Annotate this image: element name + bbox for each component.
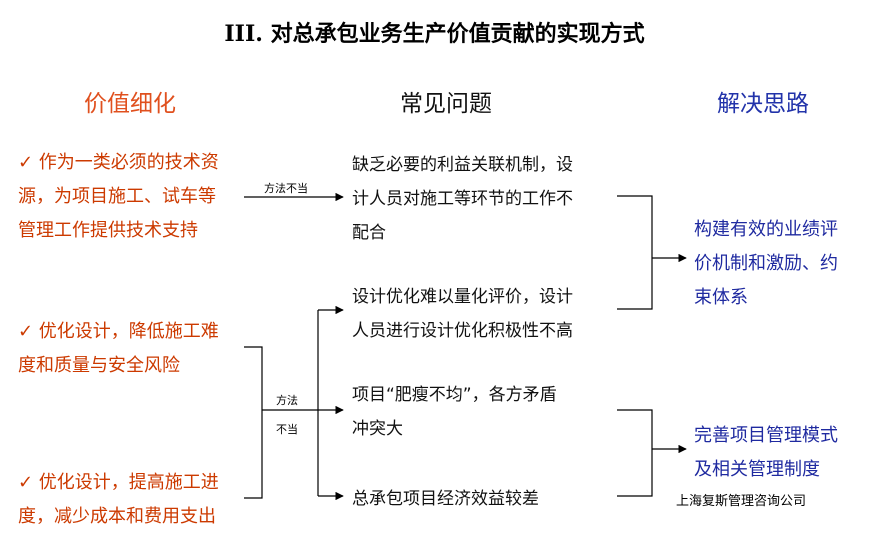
value-item-2: ✓ 优化设计，降低施工难 度和质量与安全风险 [18,315,219,383]
value-item-3-line1: ✓ 优化设计，提高施工进 [18,472,219,493]
column-header-problems: 常见问题 [400,91,492,117]
solution-1-line1: 构建有效的业绩评 [694,219,838,240]
solution-1-line3: 束体系 [694,287,748,308]
problem-1-line2: 计人员对施工等环节的工作不 [352,189,573,209]
solution-2-line1: 完善项目管理模式 [694,425,838,446]
connector-label-bottom-line2: 不当 [276,423,298,436]
bracket-problems-1-2 [617,195,653,310]
solution-2: 完善项目管理模式 及相关管理制度 [694,419,838,487]
bracket-problems-3-4 [617,409,653,497]
value-item-2-line2: 度和质量与安全风险 [18,355,180,376]
problem-3-line2: 冲突大 [352,419,403,439]
value-item-2-line1: ✓ 优化设计，降低施工难 [18,321,219,342]
problem-4: 总承包项目经济效益较差 [352,482,539,516]
solution-1: 构建有效的业绩评 价机制和激励、约 束体系 [694,213,838,315]
company-footer: 上海复斯管理咨询公司 [676,494,807,509]
column-header-value: 价值细化 [84,91,176,117]
problem-1-line3: 配合 [352,223,386,243]
problem-3-line1: 项目“肥瘦不均”，各方矛盾 [352,385,557,405]
solution-1-line2: 价机制和激励、约 [694,253,838,274]
value-item-3-line2: 度，减少成本和费用支出 [18,506,216,527]
problem-2: 设计优化难以量化评价，设计 人员进行设计优化积极性不高 [352,280,573,348]
connector-label-top: 方法不当 [264,182,308,195]
value-item-1: ✓ 作为一类必须的技术资 源，为项目施工、试车等 管理工作提供技术支持 [18,146,219,248]
solution-2-line2: 及相关管理制度 [694,459,820,480]
connector-label-bottom-line1: 方法 [276,394,298,407]
page-title: III. 对总承包业务生产价值贡献的实现方式 [224,21,645,47]
value-item-1-line3: 管理工作提供技术支持 [18,220,198,241]
problem-1-line1: 缺乏必要的利益关联机制，设 [352,155,573,175]
value-item-1-line1: ✓ 作为一类必须的技术资 [18,152,219,173]
column-header-solutions: 解决思路 [717,91,809,117]
problem-3: 项目“肥瘦不均”，各方矛盾 冲突大 [352,378,557,446]
problem-2-line1: 设计优化难以量化评价，设计 [352,287,573,307]
problem-1: 缺乏必要的利益关联机制，设 计人员对施工等环节的工作不 配合 [352,148,573,250]
value-item-3: ✓ 优化设计，提高施工进 度，减少成本和费用支出 [18,466,219,534]
bracket-values-2-3 [244,346,263,499]
problem-4-line1: 总承包项目经济效益较差 [352,489,539,509]
value-item-1-line2: 源，为项目施工、试车等 [18,186,216,207]
problem-2-line2: 人员进行设计优化积极性不高 [352,321,573,341]
